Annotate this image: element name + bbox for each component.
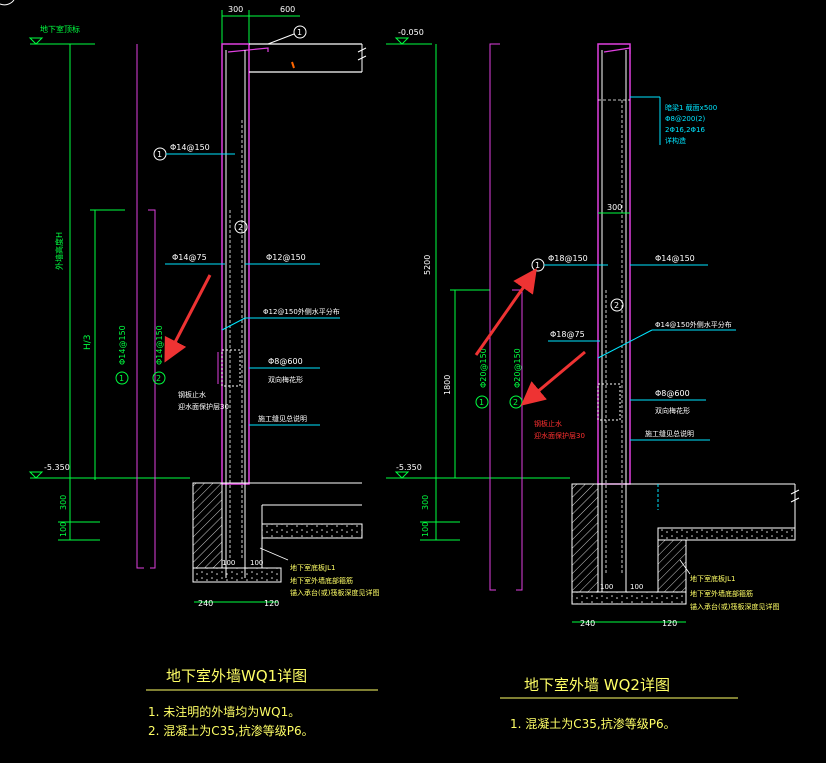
svg-text:100: 100 [600,583,613,591]
wq2-red-arrow-2 [520,350,586,406]
sheet-corner-mark [0,0,15,6]
wq1-note-1: 1. 未注明的外墙均为WQ1。 [148,704,300,719]
wq2-base-label-1: 地下室底板JL1 [690,574,735,583]
wq1-tie-label: Φ8@600 [268,357,303,366]
wq1-vert-bar2: Φ14@150 [155,325,164,365]
wq2-note-1: 1. 混凝土为C35,抗渗等级P6。 [510,716,676,731]
wq2-bar2-label: Φ14@150 [655,254,695,263]
wq2-beam-1: 暗梁1 截面x500 [665,103,717,112]
wq1-tie-note: 双向梅花形 [268,375,303,384]
wq1-side-note-2: 迎水面保护层30 [178,402,229,411]
wq1-red-arrow [164,274,212,363]
wq2-beam-2: Φ8@200(2) [665,115,706,123]
wq1-dim-top-300: 300 [228,5,243,14]
svg-text:100: 100 [421,522,430,537]
wq2-bar-a-label: Φ18@75 [550,330,585,339]
wq2-vert-bar2: Φ20@150 [513,348,522,388]
wq1-dim-120: 120 [264,599,279,608]
wq2-tie-note: 双向梅花形 [655,406,690,415]
svg-text:100: 100 [222,559,235,567]
svg-text:100: 100 [250,559,263,567]
wq1-bar-a-label: Φ14@75 [172,253,207,262]
wq2-side-note-1: 钢板止水 [534,419,562,428]
wq1-note-2: 2. 混凝土为C35,抗渗等级P6。 [148,723,314,738]
wq1-bottom-elev-label: -5.350 [44,463,70,472]
wq1-h3-label: H/3 [83,334,93,350]
wq2-dim-240: 240 [580,619,595,628]
wq1-top-elev-symbol [28,37,44,45]
wq1-bar-dist-label: Φ12@150外侧水平分布 [263,307,340,316]
wq1-base-label-2: 地下室外墙底部箍筋 [290,576,353,585]
wq1-side-note-1: 钢板止水 [178,390,206,399]
wq2-beam-3: 2Φ16,2Φ16 [665,126,706,134]
wq2-vert-bar1: Φ20@150 [479,348,488,388]
wq1-base-slab [261,523,363,539]
wq2-detail: -0.050 5200 1800 -5.350 300 100 1 Φ20@15… [386,28,800,731]
svg-text:1: 1 [119,374,124,383]
svg-text:2: 2 [513,398,518,407]
wq1-bar1-label: Φ14@150 [170,143,210,152]
wq2-waterstop-label: 施工缝见总说明 [645,429,694,438]
wq1-vert-num1 [115,371,129,385]
wq1-dim-300: 300 [59,495,68,510]
wq2-base-label-3: 锚入承台(或)筏板深度见详图 [690,602,779,611]
svg-text:100: 100 [630,583,643,591]
wq2-title: 地下室外墙 WQ2详图 [524,676,670,694]
svg-text:1: 1 [297,28,302,37]
wq2-dim-5200: 5200 [423,255,432,275]
wq1-top-elev-label: 地下室顶标 [40,24,80,34]
wq2-wall-300: 300 [607,203,622,212]
wq2-dim-120: 120 [662,619,677,628]
wq2-beam-4: 详构造 [665,136,686,145]
wq2-red-arrow-1 [474,268,537,356]
wq2-base-label-2: 地下室外墙底部箍筋 [690,589,753,598]
wq1-dim-top-600: 600 [280,5,295,14]
wq1-soil-hatch [192,482,223,569]
wq1-height-label: 外墙高度H [54,232,64,270]
wq2-footing [571,591,687,605]
svg-text:1: 1 [535,261,540,270]
wq2-tie-label: Φ8@600 [655,389,690,398]
svg-text:1: 1 [479,398,484,407]
wq1-vert-num2 [152,371,166,385]
wq1-detail: 地下室顶标 外墙高度H H/3 -5.350 300 100 1 Φ14@150… [0,0,379,738]
wq2-soil-hatch [571,483,599,593]
svg-text:2: 2 [614,301,619,310]
wq1-vert-bar1: Φ14@150 [118,325,127,365]
wq2-bottom-elev-label: -5.350 [396,463,422,472]
wq2-bar1-label: Φ18@150 [548,254,588,263]
wq2-bar-dist-label: Φ14@150外侧水平分布 [655,320,732,329]
wq1-title: 地下室外墙WQ1详图 [166,667,307,685]
wq1-callout-1 [293,25,307,39]
svg-text:2: 2 [156,374,161,383]
wq2-base-slab [657,527,796,541]
wq1-rebar2-extent [148,209,156,569]
wq2-dim-1800: 1800 [443,375,452,395]
wq1-rebar1-extent [136,44,144,569]
svg-text:2: 2 [238,223,243,232]
wq1-base-label-3: 锚入承台(或)筏板深度见详图 [290,588,379,597]
wq1-dim-100: 100 [59,522,68,537]
svg-text:1: 1 [157,150,162,159]
wq2-top-elev-label: -0.050 [398,28,424,37]
wq2-side-note-2: 迎水面保护层30 [534,431,585,440]
wq1-footing [192,567,282,583]
wq2-wall-outline [597,43,631,485]
wq1-bar2-label: Φ12@150 [266,253,306,262]
wq1-dim-240: 240 [198,599,213,608]
wq1-waterstop-label: 施工缝见总说明 [258,414,307,423]
wq1-base-label-1: 地下室底板JL1 [290,563,335,572]
svg-text:300: 300 [421,495,430,510]
